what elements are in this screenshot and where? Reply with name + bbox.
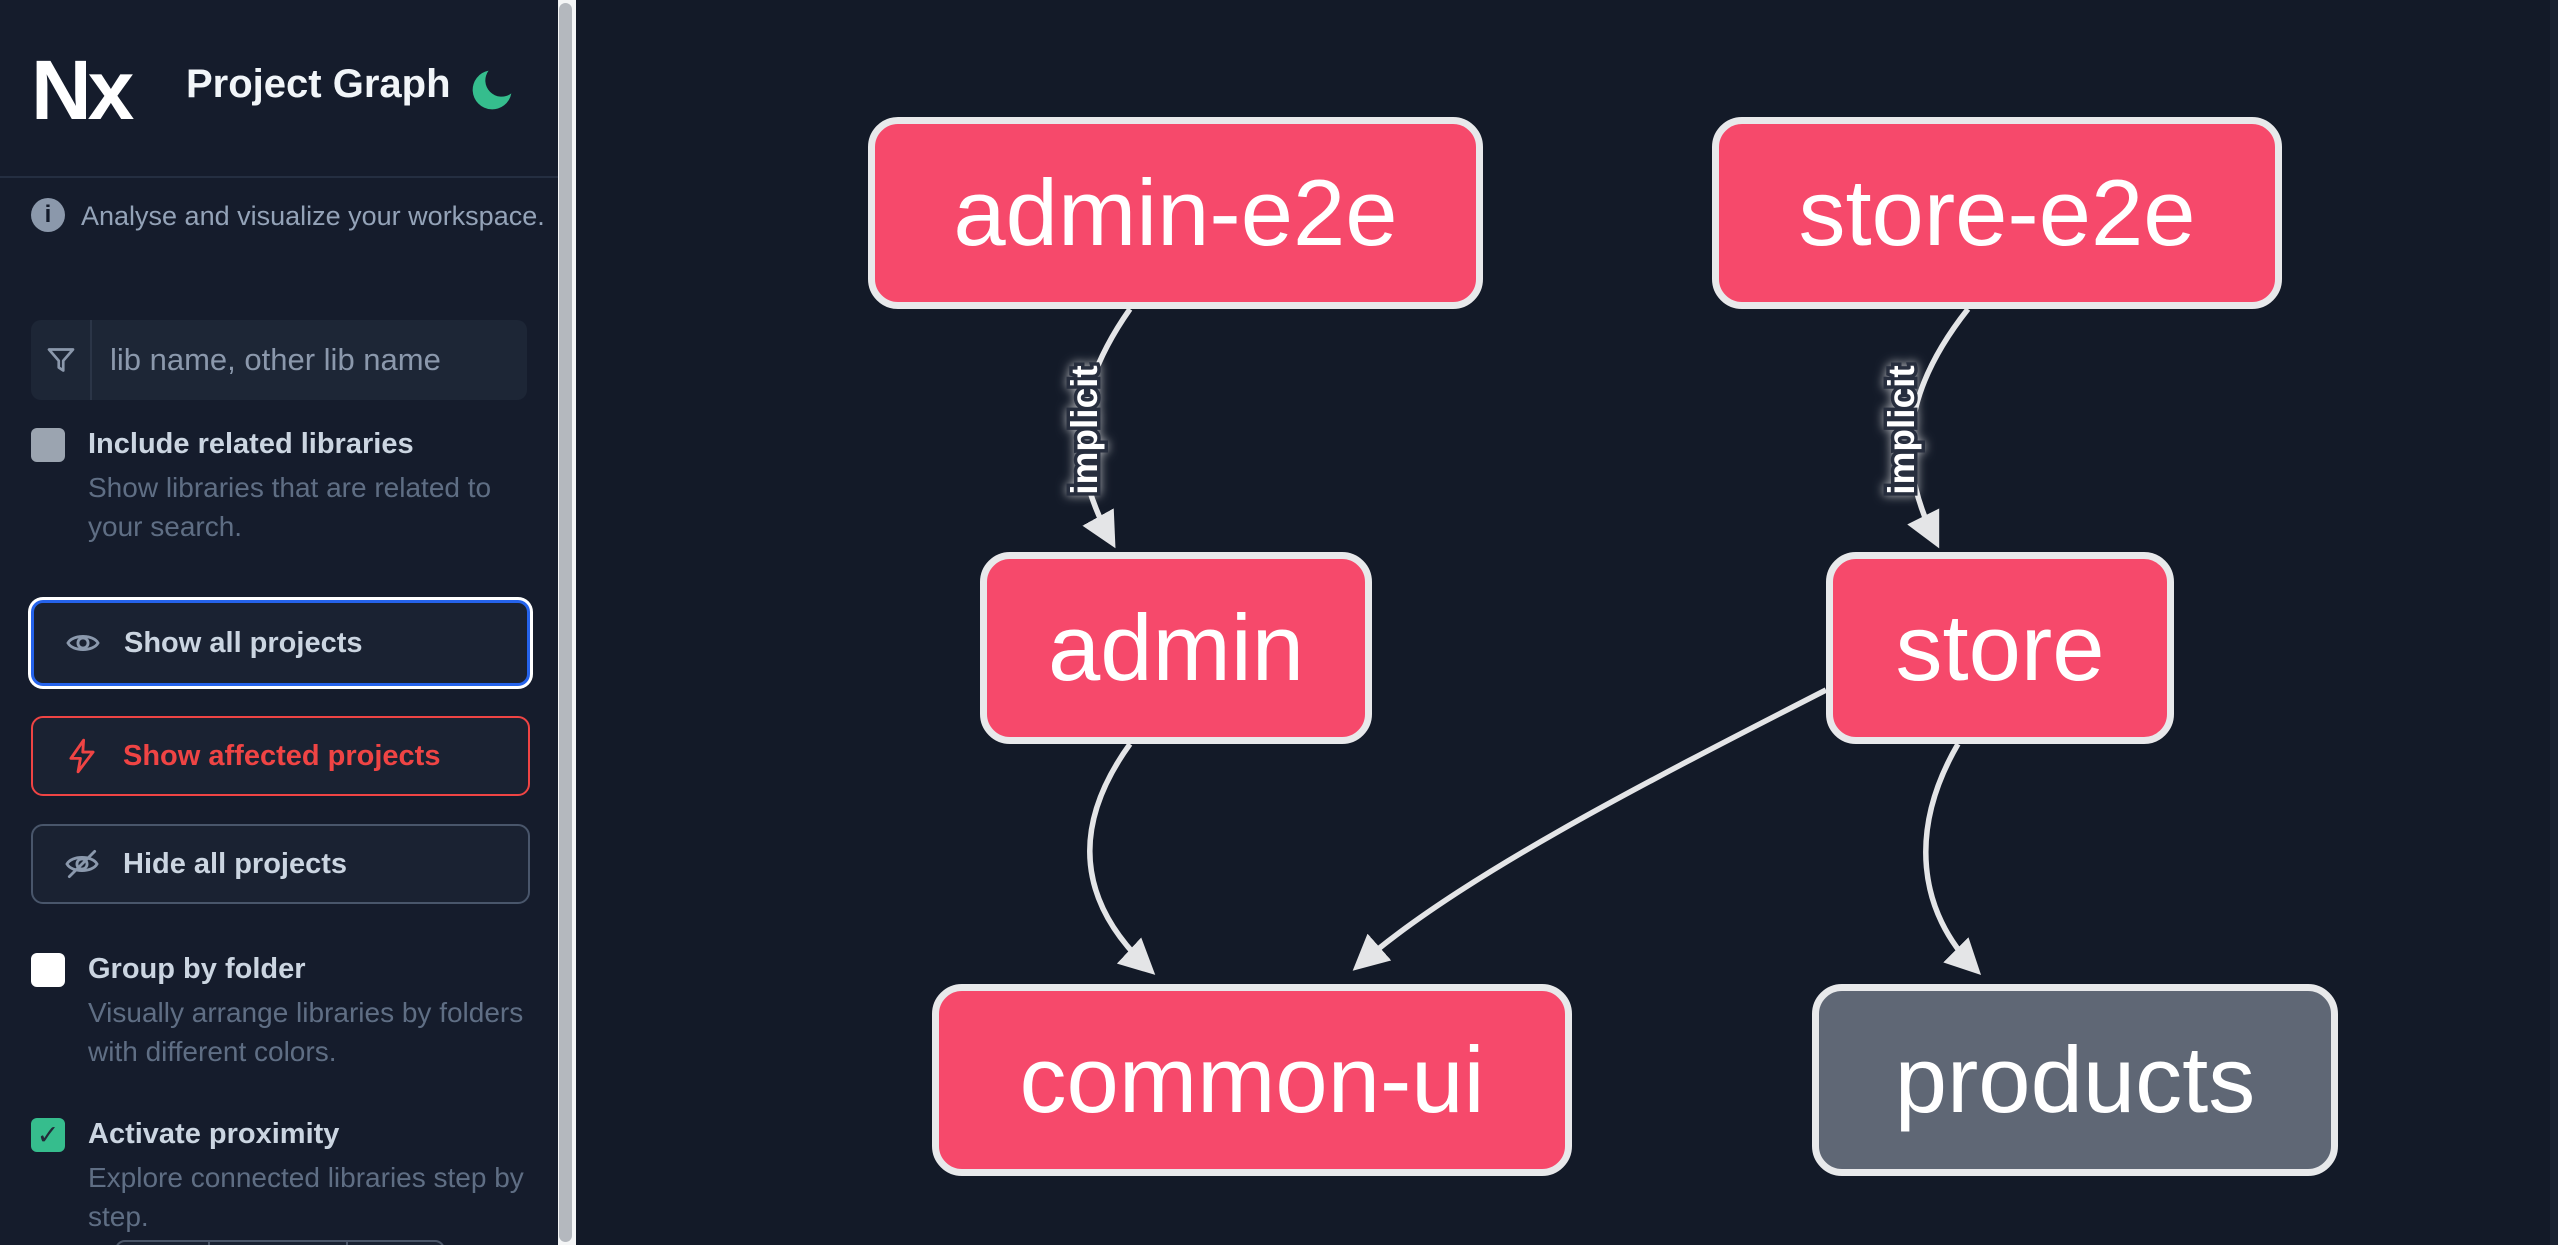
graph-node-label: products [1894, 1027, 2256, 1132]
page-title: Project Graph [186, 62, 451, 106]
show-all-projects-label: Show all projects [124, 626, 363, 659]
funnel-icon [31, 320, 92, 400]
filter-input[interactable] [92, 320, 527, 400]
option-group-by-folder: Group by folder Visually arrange librari… [31, 951, 550, 1071]
graph-edges: implicit implicit [1061, 307, 1982, 976]
activate-proximity-label: Activate proximity [88, 1118, 340, 1150]
edge-label-implicit: implicit [1064, 365, 1105, 495]
show-affected-projects-label: Show affected projects [123, 739, 441, 772]
workspace-info-text: Analyse and visualize your workspace. [81, 201, 545, 231]
graph-node-admin-e2e[interactable]: admin-e2e [868, 117, 1483, 309]
edge-label-implicit: implicit [1881, 365, 1922, 495]
edge-store-products[interactable] [1923, 742, 1982, 976]
group-by-folder-checkbox[interactable] [31, 953, 65, 987]
stepper-value [210, 1242, 348, 1245]
option-include-related: Include related libraries Show libraries… [31, 426, 550, 546]
window-right-edge [2550, 0, 2558, 1245]
edge-store-common-ui[interactable] [1352, 687, 1828, 971]
group-by-folder-description: Visually arrange libraries by folders wi… [88, 997, 524, 1067]
graph-canvas[interactable]: implicit implicit admin-e2e store-e2e admi… [576, 0, 2558, 1245]
sidebar-header: Nx Project Graph [0, 0, 558, 178]
edge-store-e2e-store[interactable] [1907, 307, 1971, 549]
eye-icon [64, 624, 102, 662]
edge-admin-common-ui[interactable] [1087, 742, 1156, 975]
bolt-icon [63, 737, 101, 775]
stepper-decrement[interactable] [117, 1242, 211, 1245]
graph-node-store[interactable]: store [1826, 552, 2174, 744]
show-all-projects-button[interactable]: Show all projects [31, 600, 530, 686]
option-activate-proximity: ✓ Activate proximity Explore connected l… [31, 1116, 550, 1236]
include-related-description: Show libraries that are related to your … [88, 472, 492, 542]
nx-logo: Nx [31, 43, 134, 137]
graph-node-admin[interactable]: admin [980, 552, 1372, 744]
group-by-folder-label: Group by folder [88, 953, 306, 985]
graph-node-label: admin-e2e [953, 160, 1398, 265]
hide-all-projects-button[interactable]: Hide all projects [31, 824, 530, 904]
moon-icon [472, 70, 512, 110]
sidebar-scrollbar-thumb[interactable] [559, 3, 572, 1242]
info-icon: i [31, 198, 65, 232]
proximity-depth-stepper[interactable] [115, 1240, 445, 1245]
include-related-label: Include related libraries [88, 428, 414, 460]
graph-node-products[interactable]: products [1812, 984, 2338, 1176]
graph-node-store-e2e[interactable]: store-e2e [1712, 117, 2282, 309]
graph-node-label: common-ui [1019, 1027, 1485, 1132]
activate-proximity-checkbox[interactable]: ✓ [31, 1118, 65, 1152]
edge-admin-e2e-admin[interactable] [1079, 307, 1133, 549]
activate-proximity-description: Explore connected libraries step by step… [88, 1162, 524, 1232]
filter-box [31, 320, 527, 400]
dark-mode-toggle[interactable] [468, 62, 520, 114]
hide-all-projects-label: Hide all projects [123, 847, 348, 880]
include-related-checkbox[interactable] [31, 428, 65, 462]
eye-off-icon [63, 845, 101, 883]
sidebar: Nx Project Graph i Analyse and visualize… [0, 0, 558, 1245]
sidebar-scrollbar[interactable] [558, 0, 576, 1245]
graph-node-label: store [1895, 595, 2105, 700]
workspace-info: i Analyse and visualize your workspace. [31, 198, 545, 232]
graph-node-common-ui[interactable]: common-ui [932, 984, 1572, 1176]
show-affected-projects-button[interactable]: Show affected projects [31, 716, 530, 796]
graph-node-label: store-e2e [1798, 160, 2196, 265]
graph-node-label: admin [1047, 595, 1305, 700]
